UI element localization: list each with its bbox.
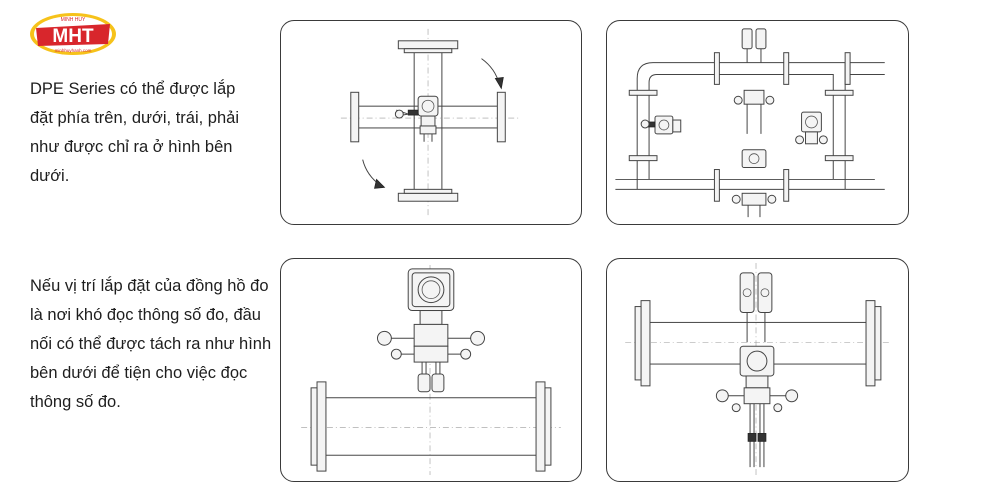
loop-pipe-drawing — [615, 28, 885, 218]
diagram-transmitter-manifold — [280, 258, 582, 482]
mht-logo-icon: MHT MINH HUY minhhuyhanh.com — [30, 13, 116, 55]
logo-bottom-text: minhhuyhanh.com — [55, 48, 92, 53]
diagram-remote-mounting — [606, 258, 909, 482]
cross-pipe-drawing — [340, 28, 520, 218]
logo-top-text: MINH HUY — [61, 17, 86, 23]
diagram-rotation-mounting — [280, 20, 582, 225]
diagram-mounting-positions — [606, 20, 909, 225]
logo-mark-text: MHT — [52, 26, 94, 47]
mounting-description: DPE Series có thể được lắp đặt phía trên… — [30, 80, 239, 185]
remote-pipe-drawing — [625, 262, 890, 478]
brand-logo: MHT MINH HUY minhhuyhanh.com — [28, 10, 118, 56]
manifold-pipe-drawing — [301, 264, 561, 476]
remote-connection-description: Nếu vị trí lắp đặt của đồng hồ đo là nơi… — [30, 277, 272, 411]
